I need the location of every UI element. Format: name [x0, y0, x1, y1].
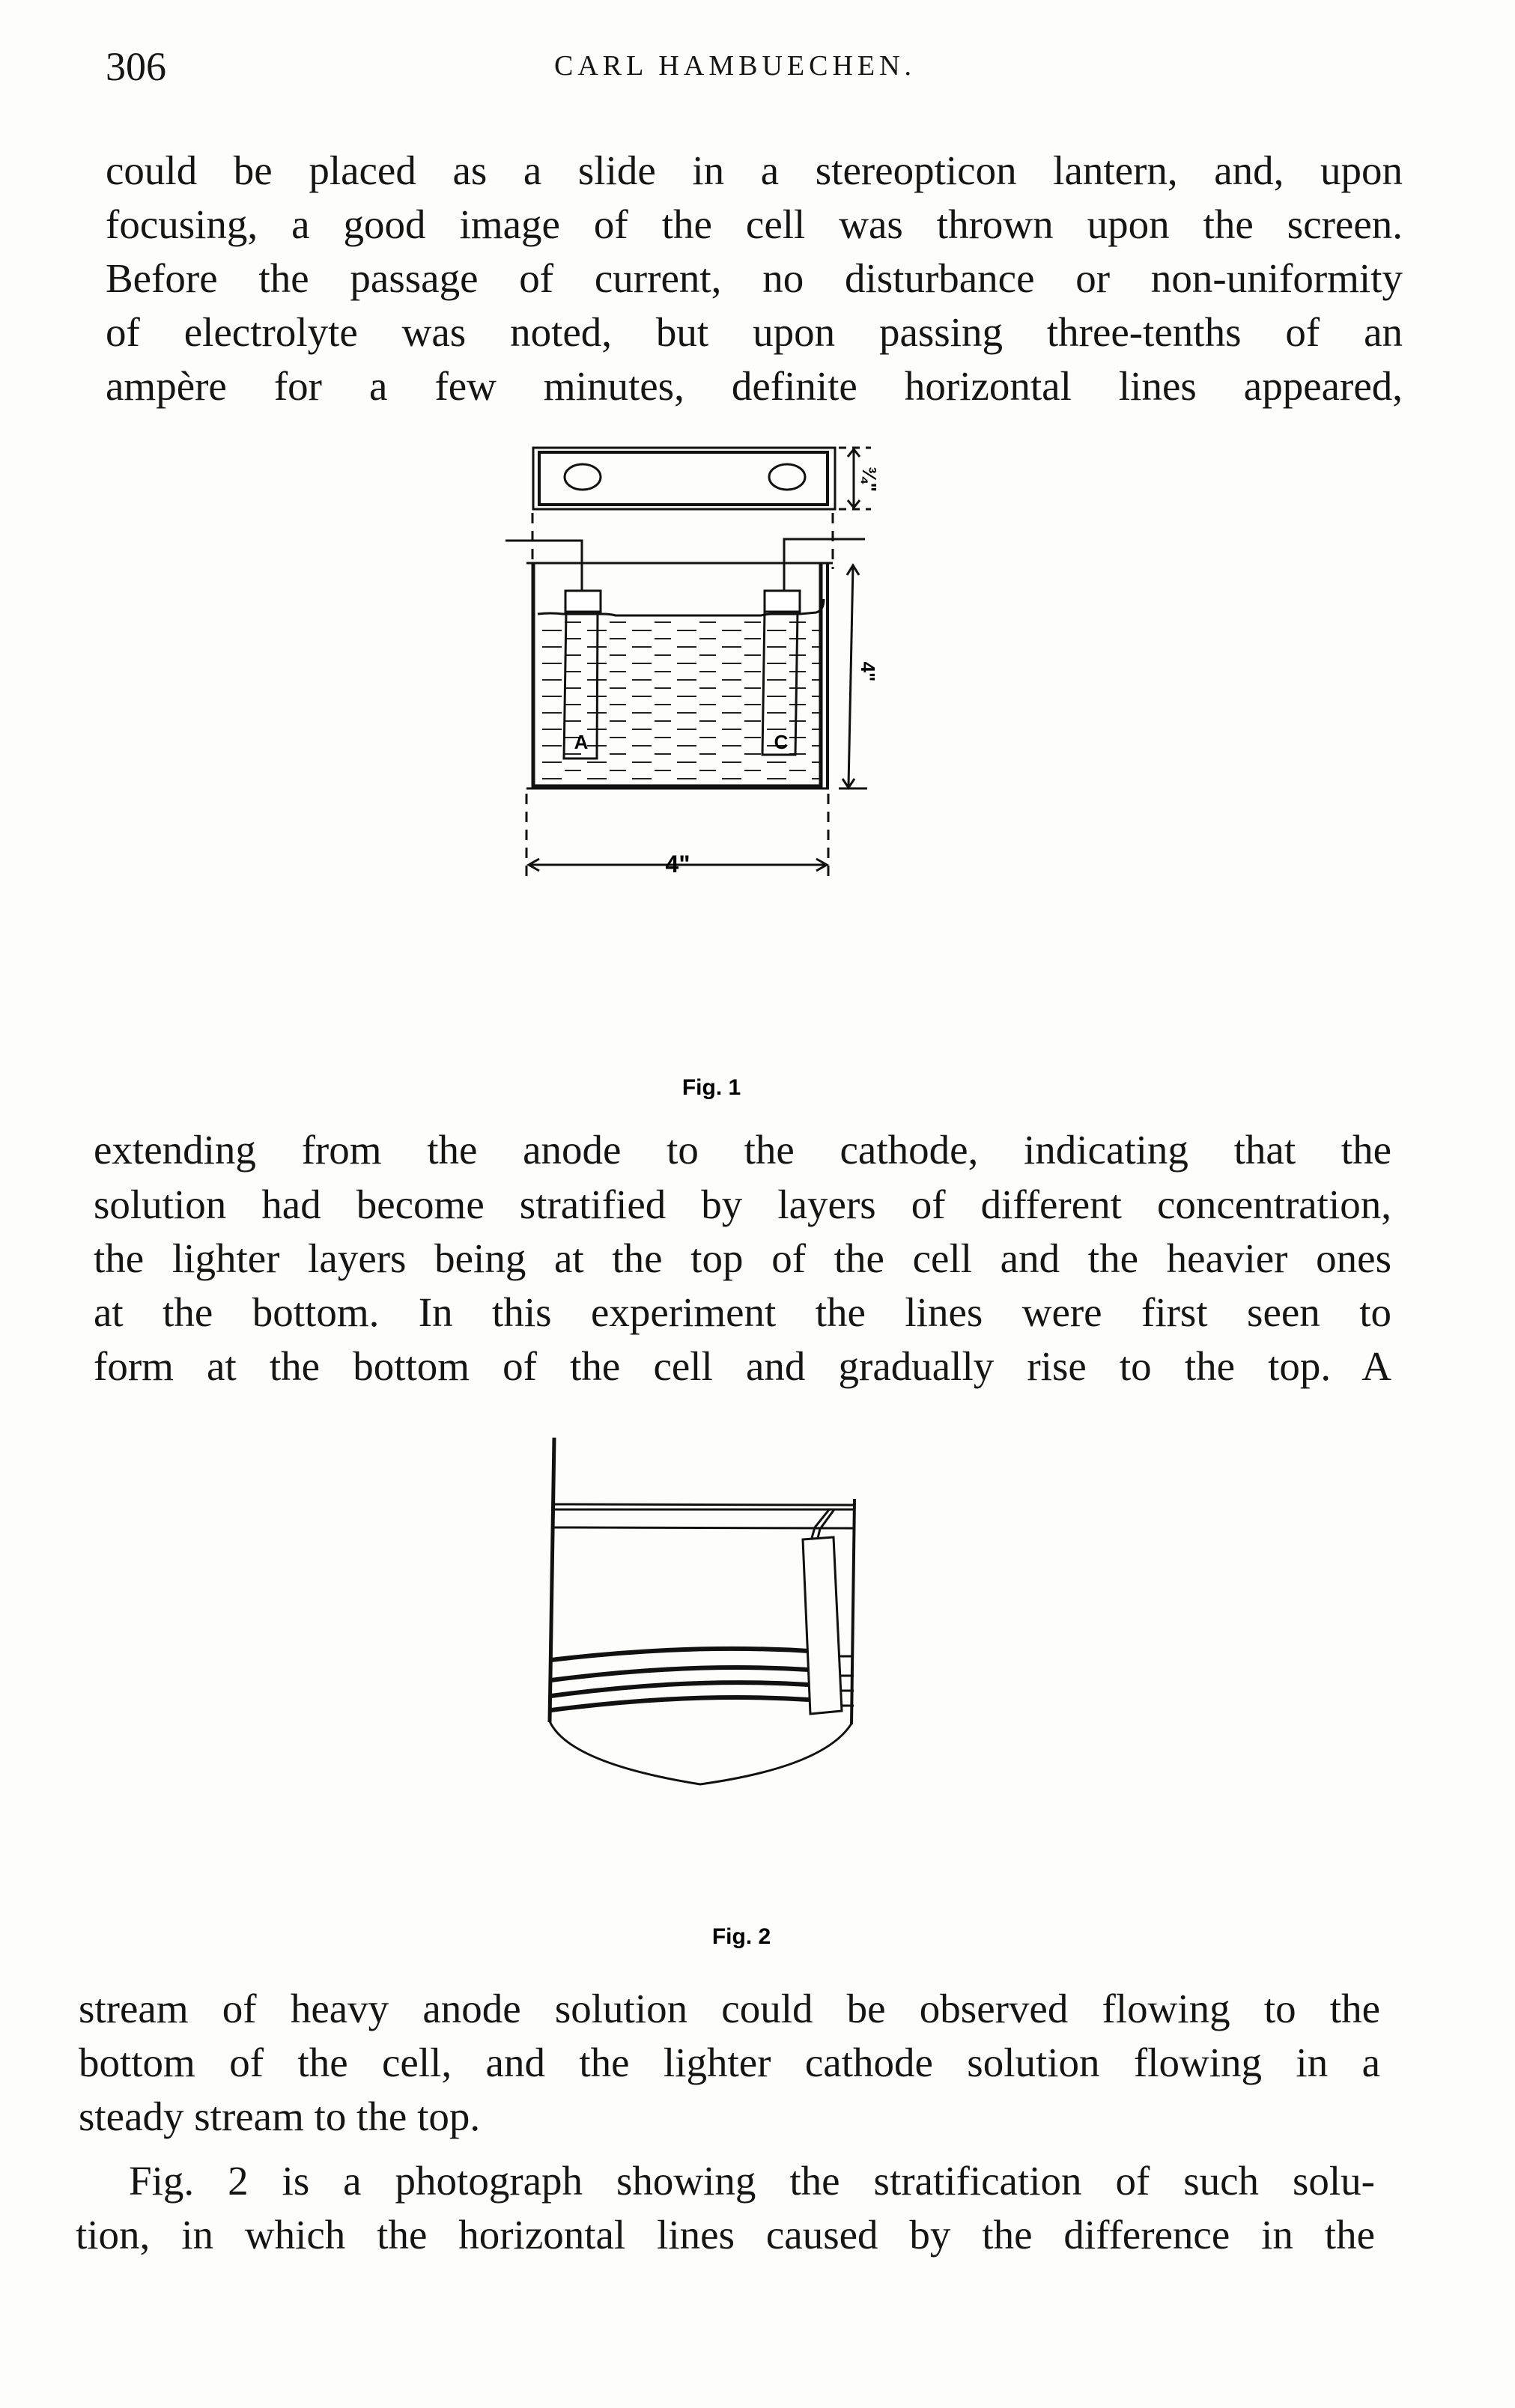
text-line: Before the passage of current, no distur…	[106, 255, 1403, 301]
strata-line	[550, 1665, 810, 1682]
text-line: the lighter layers being at the top of t…	[94, 1235, 1391, 1281]
text-line: could be placed as a slide in a stereopt…	[106, 148, 1403, 193]
tank-height-label: 4"	[857, 662, 879, 682]
text-line: steady stream to the top.	[79, 2094, 481, 2139]
electrode	[801, 1508, 854, 1715]
cell-tank	[526, 562, 833, 790]
text-line: Fig. 2 is a photograph showing the strat…	[129, 2158, 1375, 2204]
text-line: extending from the anode to the cathode,…	[94, 1127, 1391, 1173]
page-number: 306	[106, 44, 166, 89]
lid-height-label: ¾"	[858, 466, 881, 492]
tank-width-label: 4"	[666, 851, 690, 878]
text-line: at the bottom. In this experiment the li…	[94, 1289, 1391, 1335]
cell-lid	[532, 446, 837, 511]
anode-electrode	[505, 539, 602, 760]
cathode-label: C	[774, 731, 789, 753]
figure-2-caption: Fig. 2	[712, 1924, 771, 1949]
strata-line	[550, 1680, 810, 1698]
text-line: tion, in which the horizontal lines caus…	[76, 2212, 1375, 2258]
figure-1-caption: Fig. 1	[682, 1075, 741, 1100]
lid-hole-left	[563, 463, 602, 491]
dimension-lines	[526, 446, 871, 872]
text-line: bottom of the cell, and the lighter cath…	[79, 2040, 1380, 2085]
strata-line	[550, 1695, 810, 1712]
strata-line	[550, 1646, 810, 1662]
lid-hole-right	[768, 463, 807, 491]
cathode-electrode	[761, 538, 865, 756]
text-line: form at the bottom of the cell and gradu…	[94, 1343, 1391, 1389]
anode-label: A	[574, 731, 589, 753]
text-line: focusing, a good image of the cell was t…	[106, 201, 1403, 247]
running-title: CARL HAMBUECHEN.	[554, 50, 917, 82]
text-line: stream of heavy anode solution could be …	[79, 1986, 1380, 2031]
text-line: of electrolyte was noted, but upon passi…	[106, 309, 1403, 355]
text-line: ampère for a few minutes, definite horiz…	[106, 363, 1403, 409]
text-line: solution had become stratified by layers…	[94, 1182, 1391, 1227]
